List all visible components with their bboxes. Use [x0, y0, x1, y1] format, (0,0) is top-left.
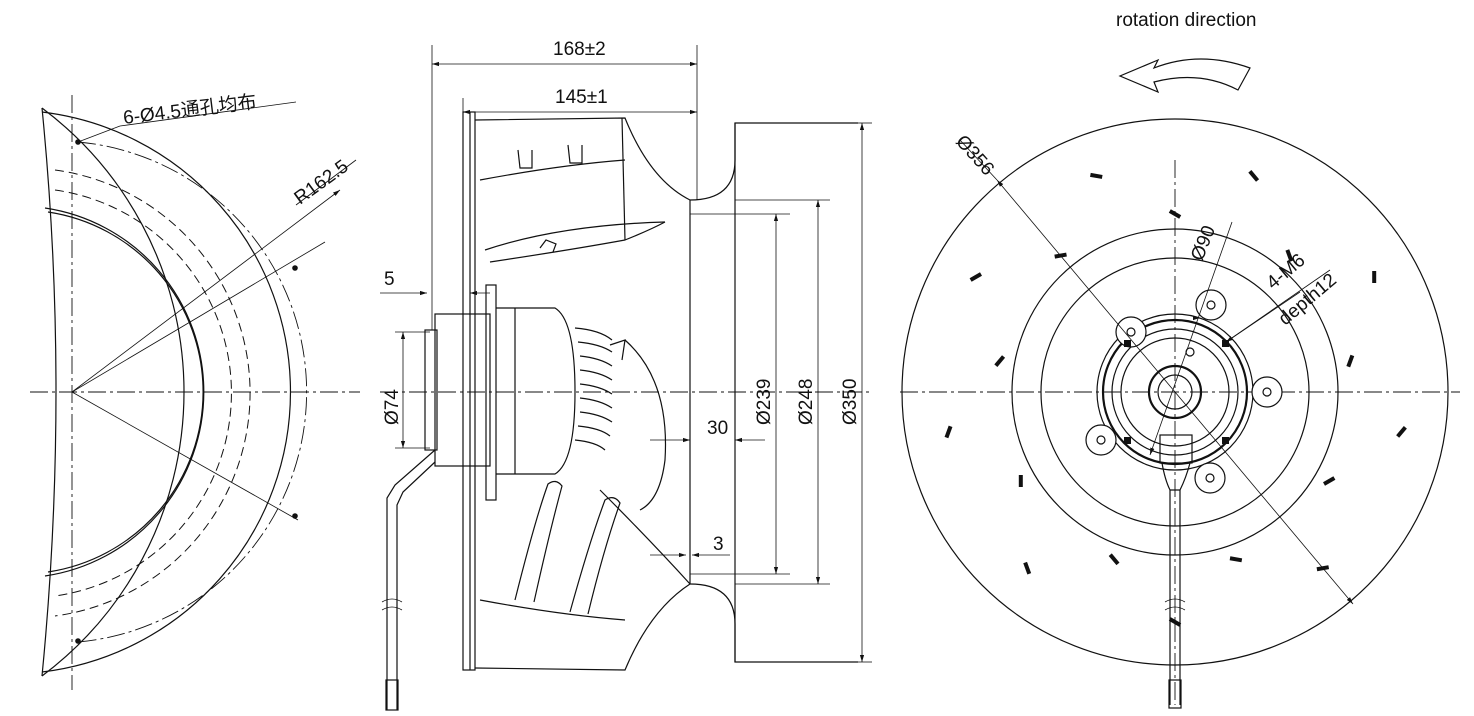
- front-cable-end: [1168, 679, 1182, 709]
- inlet-ring: [44, 207, 205, 577]
- blade-slot: [1248, 170, 1260, 182]
- lower-blade-1: [514, 480, 563, 603]
- blade-mid-line: [484, 221, 666, 251]
- rotor-pin: [609, 339, 626, 361]
- dim-74-label: Ø74: [382, 389, 403, 425]
- shroud-top: [474, 117, 691, 201]
- blade-slot: [1018, 475, 1023, 487]
- backplate-bottom-curve: [689, 583, 858, 663]
- mounting-hole-lower-right: [292, 513, 298, 519]
- motor-rotor: [496, 307, 576, 475]
- cable-end: [385, 679, 399, 711]
- thread-arrow: [1225, 291, 1301, 343]
- blade-slot: [1108, 553, 1120, 566]
- blade-upper-curve: [489, 221, 666, 263]
- blade-slot: [1023, 561, 1032, 575]
- mounting-hole-bottom: [75, 638, 81, 644]
- holes-label: 6-Ø4.5通孔均布: [122, 91, 258, 129]
- blade-slot: [1323, 476, 1336, 486]
- lower-blade-2: [569, 497, 621, 615]
- shroud-inner-edge: [621, 117, 626, 241]
- blade-slot: [1229, 556, 1243, 563]
- dashed-ring-inner: [54, 189, 232, 597]
- blade-slot: [1372, 271, 1377, 283]
- blade-slot: [994, 355, 1006, 367]
- rotation-direction-label: rotation direction: [1116, 10, 1256, 31]
- blade-tab-1: [517, 149, 533, 169]
- flange-left-edge: [41, 107, 57, 677]
- blade-clip: [539, 239, 557, 253]
- backplate-top-curve: [689, 122, 858, 201]
- cable-break: [381, 598, 403, 611]
- holes-leader: [77, 125, 121, 143]
- inlet-ring-inner: [47, 211, 204, 573]
- blade-slot: [1090, 172, 1103, 179]
- radius-label: R162.5: [291, 156, 353, 209]
- blade-top-line: [479, 159, 626, 181]
- dim-90-label: Ø90: [1187, 223, 1220, 264]
- holes-leader-underline: [119, 101, 297, 127]
- rotation-arrow-icon: [1118, 58, 1251, 94]
- dim-248-label: Ø248: [796, 379, 817, 425]
- dim-350-label: Ø350: [840, 379, 861, 425]
- dim-239-label: Ø239: [754, 379, 775, 425]
- blade-slot: [969, 272, 982, 282]
- dim-5-label: 5: [384, 269, 395, 290]
- blade-slot: [1168, 209, 1182, 219]
- dim-356-line: [996, 179, 1354, 605]
- left-flange-view: 6-Ø4.5通孔均布 R162.5: [30, 91, 360, 690]
- blade-tab-2: [567, 144, 583, 164]
- cable-box: [1159, 434, 1193, 464]
- blade-slot: [1396, 426, 1407, 438]
- dim-90-line: [1149, 221, 1233, 456]
- mounting-hole-upper-right: [292, 265, 298, 271]
- dim-145-label: 145±1: [555, 87, 608, 108]
- dim-3-label: 3: [713, 534, 724, 555]
- motor-cap: [424, 329, 438, 451]
- inlet-plate: [462, 111, 476, 671]
- radial-line-upper: [71, 241, 326, 393]
- blade-lower-curve: [599, 489, 691, 585]
- dim-356-label: Ø356: [951, 131, 998, 180]
- thread-label: 4-M6: [1263, 250, 1310, 294]
- shroud-bottom: [474, 583, 691, 671]
- dashed-ring-outer: [54, 169, 251, 617]
- dim-30-label: 30: [707, 418, 728, 439]
- blade-bottom-line: [479, 599, 626, 621]
- motor-flange: [485, 284, 497, 501]
- blade-edge-right: [624, 339, 667, 511]
- side-view: 168±2 145±1 5 Ø74 30 3 Ø239 Ø248: [380, 39, 872, 711]
- motor-mount: [434, 313, 491, 467]
- radius-leader: [71, 189, 341, 393]
- radial-line-lower: [71, 391, 299, 521]
- blade-slot: [1168, 617, 1182, 627]
- cable-left: [386, 449, 436, 710]
- rotor-fins: [574, 327, 613, 451]
- flange-outer-arc: [41, 111, 291, 673]
- cable-right: [396, 461, 436, 710]
- radius-leader-tail: [295, 159, 357, 206]
- dim-168-label: 168±2: [553, 39, 606, 60]
- blade-slot: [944, 425, 953, 439]
- cable-gland: [1161, 462, 1191, 491]
- blade-slot: [1346, 354, 1355, 368]
- front-view: Ø356 Ø90 4-M6 depth12 rotation direction: [900, 10, 1460, 709]
- dim-356-tail: [959, 139, 998, 181]
